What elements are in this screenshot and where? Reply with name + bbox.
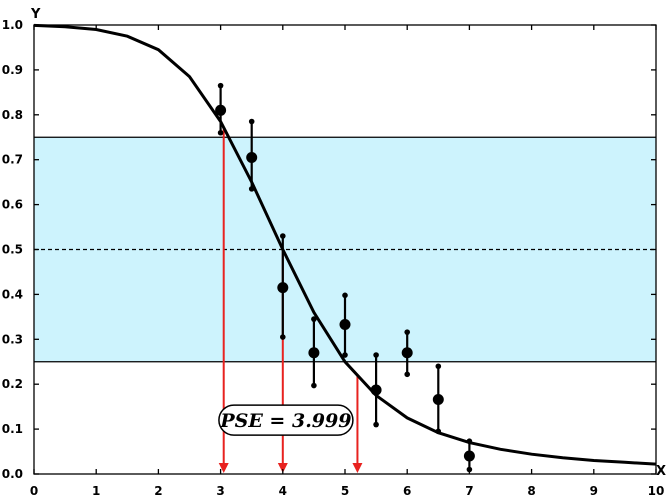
error-cap-high-7 bbox=[435, 363, 442, 370]
y-tick-label-10: 1.0 bbox=[2, 18, 23, 32]
x-tick-label-10: 10 bbox=[648, 484, 665, 498]
y-axis-title: Y bbox=[30, 7, 41, 22]
data-point-7 bbox=[432, 393, 444, 405]
x-axis-title: X bbox=[656, 464, 666, 479]
y-tick-label-7: 0.7 bbox=[2, 153, 23, 167]
x-ticks: 0 1 2 3 4 5 6 7 8 9 10 bbox=[30, 25, 665, 498]
error-cap-high-3 bbox=[311, 316, 317, 322]
error-cap-low-2 bbox=[280, 334, 286, 340]
error-cap-low-3 bbox=[311, 382, 317, 389]
pse-label: PSE = 3.999 bbox=[219, 410, 351, 432]
drop-arrow-2 bbox=[352, 463, 363, 473]
y-ticks: 0.0 0.1 0.2 0.3 0.4 0.5 0.6 0.7 0.8 0.9 1.0 bbox=[2, 18, 656, 481]
error-cap-high-4 bbox=[342, 292, 348, 299]
data-point-4 bbox=[339, 318, 351, 330]
error-cap-high-6 bbox=[404, 329, 411, 335]
y-tick-label-2: 0.2 bbox=[2, 377, 23, 391]
drop-arrow-0 bbox=[218, 463, 229, 473]
error-bars bbox=[217, 82, 473, 473]
pse-label-box bbox=[218, 404, 354, 436]
data-point-1 bbox=[246, 151, 258, 163]
drop-lines bbox=[218, 127, 363, 473]
error-cap-low-5 bbox=[373, 421, 379, 428]
x-tick-label-8: 8 bbox=[527, 484, 535, 498]
error-cap-low-6 bbox=[404, 371, 411, 378]
error-cap-low-0 bbox=[217, 129, 224, 136]
y-tick-label-3: 0.3 bbox=[2, 332, 23, 346]
fit-curve bbox=[33, 23, 657, 466]
y-tick-label-9: 0.9 bbox=[2, 63, 23, 77]
error-cap-high-5 bbox=[373, 352, 379, 358]
y-tick-label-4: 0.4 bbox=[2, 287, 23, 301]
data-point-5 bbox=[370, 384, 382, 396]
data-point-6 bbox=[401, 347, 413, 359]
x-tick-label-3: 3 bbox=[216, 484, 224, 498]
x-tick-label-9: 9 bbox=[590, 484, 598, 498]
x-tick-label-7: 7 bbox=[465, 484, 473, 498]
drop-arrow-1 bbox=[277, 463, 288, 473]
data-point-3 bbox=[308, 347, 320, 359]
x-tick-label-4: 4 bbox=[279, 484, 287, 498]
error-cap-high-1 bbox=[248, 118, 255, 125]
error-cap-low-4 bbox=[342, 352, 348, 358]
data-point-2 bbox=[277, 282, 289, 294]
y-tick-label-6: 0.6 bbox=[2, 198, 23, 212]
y-tick-label-1: 0.1 bbox=[2, 422, 23, 436]
y-tick-label-0: 0.0 bbox=[2, 467, 23, 481]
error-cap-high-0 bbox=[217, 82, 224, 89]
x-tick-label-1: 1 bbox=[92, 484, 100, 498]
data-points bbox=[215, 104, 475, 462]
x-tick-label-5: 5 bbox=[341, 484, 349, 498]
data-point-0 bbox=[215, 104, 227, 116]
error-cap-high-2 bbox=[280, 233, 286, 239]
y-tick-label-8: 0.8 bbox=[2, 108, 23, 122]
x-tick-label-2: 2 bbox=[154, 484, 162, 498]
pse-annotation: PSE = 3.999 bbox=[218, 404, 354, 436]
x-tick-label-0: 0 bbox=[30, 484, 38, 498]
y-tick-label-5: 0.5 bbox=[2, 243, 23, 257]
data-point-8 bbox=[463, 450, 475, 462]
x-tick-label-6: 6 bbox=[403, 484, 411, 498]
